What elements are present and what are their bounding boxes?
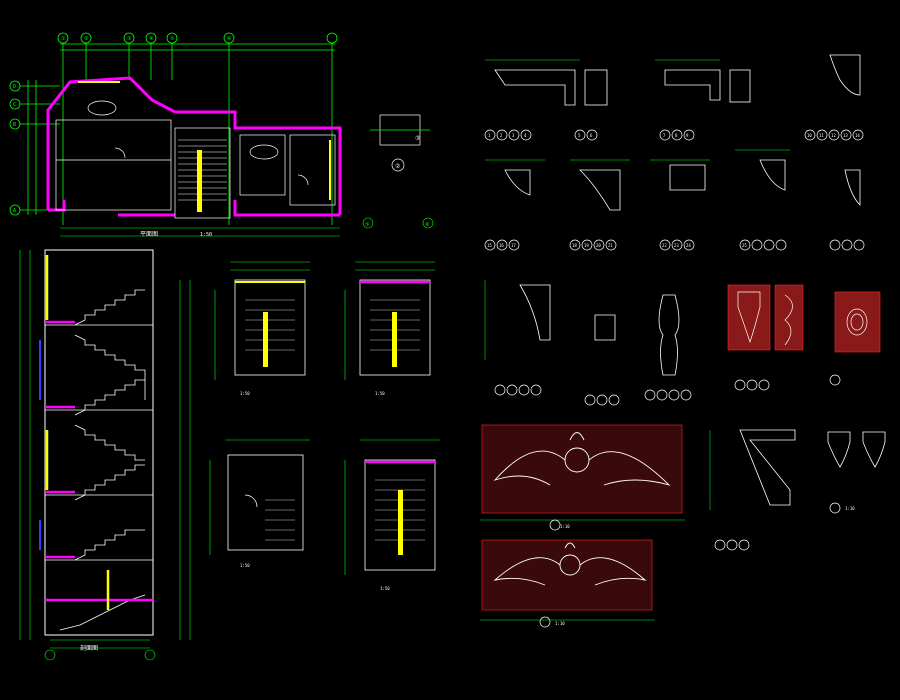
stair-plan-scale: 1:50 <box>240 563 250 568</box>
plan-title: 平面图 <box>140 231 158 238</box>
corbel-scale: 1:10 <box>845 506 855 511</box>
small-detail-callout <box>370 114 430 172</box>
stair-plan-scale: 1:50 <box>380 586 390 591</box>
stair-plan-accents <box>235 280 435 555</box>
detail-number: 18 <box>572 243 577 248</box>
axis-label-A: A <box>13 208 16 214</box>
axis-label-D: D <box>13 84 16 90</box>
detail-number: 10 <box>807 133 812 138</box>
plan-scale: 1:50 <box>200 232 212 238</box>
detail-number: 15 <box>487 243 492 248</box>
stair-plan-scale: 1:50 <box>240 391 250 396</box>
ornament-scale: 1:10 <box>555 621 565 626</box>
axis-label-B: B <box>13 122 16 128</box>
axis-label-6: ⑥ <box>227 36 232 42</box>
axis-label-1: ① <box>61 36 66 42</box>
detail-number: 9 <box>686 133 689 138</box>
corbel-panel-1 <box>727 284 771 351</box>
ornament-panel-large <box>481 424 683 514</box>
detail-number: 14 <box>855 133 860 138</box>
stair-plans <box>227 279 436 571</box>
detail-number: 12 <box>831 133 836 138</box>
floor-plan: ① ② ③ ④ ⑤ ⑥ D C B A <box>9 32 342 238</box>
detail-number: 2 <box>500 133 503 138</box>
axis-label-5: ⑤ <box>170 36 175 42</box>
detail-number: 8 <box>675 133 678 138</box>
stair-plan-scale: 1:50 <box>375 391 385 396</box>
detail-callout-2: ② <box>395 163 400 170</box>
detail-number: 17 <box>511 243 516 248</box>
section-title: 剖面图 <box>80 644 98 652</box>
detail-number: 7 <box>663 133 666 138</box>
baluster <box>658 294 680 376</box>
detail-number: 19 <box>584 243 589 248</box>
elevation-label-5: ⑤ <box>365 222 370 228</box>
detail-number: 16 <box>499 243 504 248</box>
detail-number: 21 <box>608 243 613 248</box>
axis-label-C: C <box>13 102 16 108</box>
detail-number: 1 <box>488 133 491 138</box>
stair-section: 剖面图 <box>19 249 191 661</box>
detail-number: 24 <box>686 243 691 248</box>
detail-number: 13 <box>843 133 848 138</box>
detail-number: 23 <box>674 243 679 248</box>
ornament-scale: 1:10 <box>560 524 570 529</box>
detail-number: 25 <box>742 243 747 248</box>
medallion-panel <box>834 291 881 353</box>
axis-label-3: ③ <box>127 36 132 42</box>
detail-number: 22 <box>662 243 667 248</box>
detail-number: 4 <box>524 133 527 138</box>
corbel-panel-2 <box>774 284 804 351</box>
elevation-label-6: ⑥ <box>425 222 430 228</box>
detail-number: 11 <box>819 133 824 138</box>
detail-number: 5 <box>578 133 581 138</box>
axis-label-4: ④ <box>149 36 154 42</box>
detail-callout-3: ③ <box>415 135 420 142</box>
stair-handrail <box>197 150 202 212</box>
axis-label-2: ② <box>84 36 89 42</box>
molding-details: 1 2 3 4 5 6 7 8 9 10 11 12 13 14 15 16 1… <box>240 54 886 628</box>
stair-plan-dims <box>209 217 440 575</box>
detail-number: 6 <box>590 133 593 138</box>
detail-number: 20 <box>596 243 601 248</box>
detail-number: 3 <box>512 133 515 138</box>
